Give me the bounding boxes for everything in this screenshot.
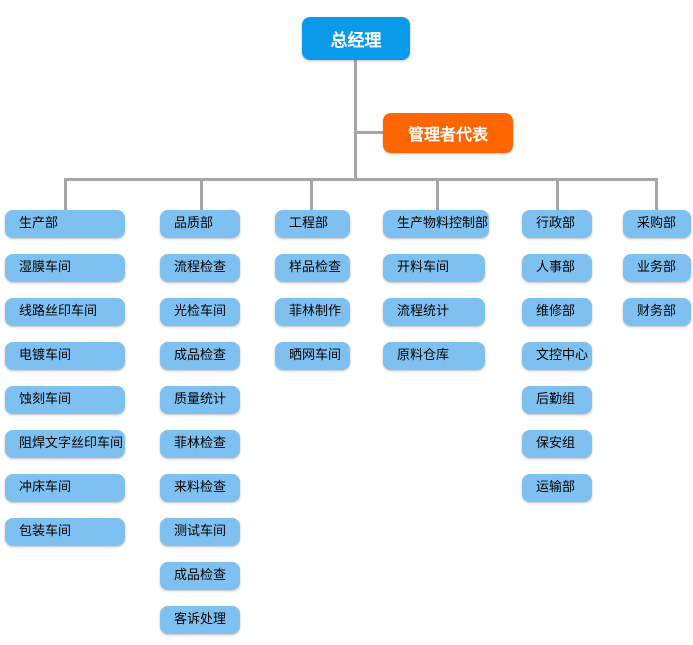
org-node: 生产部: [5, 210, 125, 238]
org-node: 原料仓库: [383, 342, 485, 370]
node-general-manager: 总经理: [302, 17, 410, 60]
org-node: 晒网车间: [275, 342, 350, 370]
org-node: 来料检查: [160, 474, 240, 502]
org-node: 湿膜车间: [5, 254, 125, 282]
org-node: 工程部: [275, 210, 350, 238]
column-engineering: 工程部样品检查菲林制作晒网车间: [275, 210, 350, 370]
org-node: 人事部: [522, 254, 592, 282]
connector-line: [655, 178, 658, 212]
org-node: 生产物料控制部: [383, 210, 489, 238]
org-node: 样品检查: [275, 254, 350, 282]
org-node: 采购部: [623, 210, 691, 238]
org-node: 财务部: [623, 298, 691, 326]
column-admin: 行政部人事部维修部文控中心后勤组保安组运输部: [522, 210, 592, 502]
org-node: 行政部: [522, 210, 592, 238]
connector-line: [354, 59, 357, 181]
org-node: 测试车间: [160, 518, 240, 546]
org-node: 客诉处理: [160, 606, 240, 634]
org-node: 保安组: [522, 430, 592, 458]
org-node: 品质部: [160, 210, 240, 238]
org-node: 菲林制作: [275, 298, 350, 326]
org-node: 阻焊文字丝印车间: [5, 430, 125, 458]
connector-line: [354, 131, 383, 134]
org-node: 质量统计: [160, 386, 240, 414]
org-node: 成品检查: [160, 562, 240, 590]
org-node: 包装车间: [5, 518, 125, 546]
org-node: 菲林检查: [160, 430, 240, 458]
column-production: 生产部湿膜车间线路丝印车间电镀车间蚀刻车间阻焊文字丝印车间冲床车间包装车间: [5, 210, 125, 546]
org-node: 后勤组: [522, 386, 592, 414]
connector-line: [64, 178, 658, 181]
org-node: 运输部: [522, 474, 592, 502]
org-node: 成品检查: [160, 342, 240, 370]
connector-line: [436, 178, 439, 212]
connector-line: [200, 178, 203, 212]
org-node: 文控中心: [522, 342, 592, 370]
connector-line: [556, 178, 559, 212]
org-node: 冲床车间: [5, 474, 125, 502]
org-node: 光检车间: [160, 298, 240, 326]
org-node: 流程检查: [160, 254, 240, 282]
org-node: 开料车间: [383, 254, 485, 282]
org-node: 维修部: [522, 298, 592, 326]
column-quality: 品质部流程检查光检车间成品检查质量统计菲林检查来料检查测试车间成品检查客诉处理: [160, 210, 240, 634]
column-purchasing: 采购部业务部财务部: [623, 210, 691, 326]
connector-line: [64, 178, 67, 212]
column-material-control: 生产物料控制部开料车间流程统计原料仓库: [383, 210, 489, 370]
org-node: 业务部: [623, 254, 691, 282]
org-node: 流程统计: [383, 298, 485, 326]
connector-line: [310, 178, 313, 212]
org-node: 电镀车间: [5, 342, 125, 370]
org-node: 蚀刻车间: [5, 386, 125, 414]
org-node: 线路丝印车间: [5, 298, 125, 326]
node-management-representative: 管理者代表: [383, 113, 513, 153]
